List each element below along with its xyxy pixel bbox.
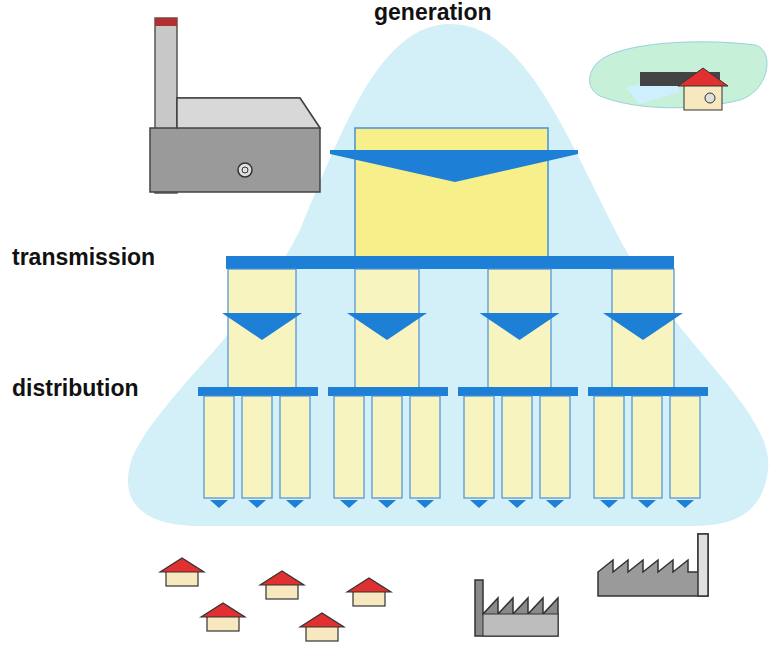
distribution-column (372, 396, 402, 498)
distribution-bar (458, 387, 578, 396)
distribution-column (540, 396, 570, 498)
distribution-column (242, 396, 272, 498)
distribution-column (334, 396, 364, 498)
distribution-arrow (416, 500, 434, 508)
distribution-bar (588, 387, 708, 396)
distribution-arrow (286, 500, 304, 508)
power-plant (150, 18, 320, 193)
transmission-arrow (603, 313, 683, 340)
level-label: transmission (10, 245, 157, 270)
distribution-arrow (210, 500, 228, 508)
house-roof (160, 558, 204, 572)
local-generator (590, 42, 767, 110)
distribution-column (410, 396, 440, 498)
distribution-arrow (546, 500, 564, 508)
house-roof (347, 578, 391, 592)
distribution-bar (328, 387, 448, 396)
distribution-column (280, 396, 310, 498)
transmission-bar (226, 256, 674, 269)
distribution-arrow (378, 500, 396, 508)
system-area (128, 24, 768, 526)
house-roof (201, 603, 245, 617)
distribution-columns (198, 387, 708, 508)
transmission-arrow (222, 313, 302, 340)
distribution-column (502, 396, 532, 498)
distribution-arrow (638, 500, 656, 508)
generation-arrow (330, 150, 578, 182)
distribution-column (632, 396, 662, 498)
transmission-arrow (480, 313, 560, 340)
factories (475, 534, 708, 636)
distribution-arrow (508, 500, 526, 508)
distribution-arrow (340, 500, 358, 508)
house-roof (260, 571, 304, 585)
distribution-column (670, 396, 700, 498)
transmission-arrow (347, 313, 427, 340)
generation-block (355, 128, 548, 262)
distribution-column (464, 396, 494, 498)
distribution-arrow (470, 500, 488, 508)
house-roof (300, 613, 344, 627)
level-label: distribution (10, 376, 140, 401)
level-label: generation (372, 0, 494, 25)
distribution-arrow (600, 500, 618, 508)
houses (160, 558, 391, 641)
distribution-column (594, 396, 624, 498)
distribution-column (204, 396, 234, 498)
distribution-arrow (248, 500, 266, 508)
distribution-bar (198, 387, 318, 396)
transmission-columns (222, 269, 683, 389)
distribution-arrow (676, 500, 694, 508)
